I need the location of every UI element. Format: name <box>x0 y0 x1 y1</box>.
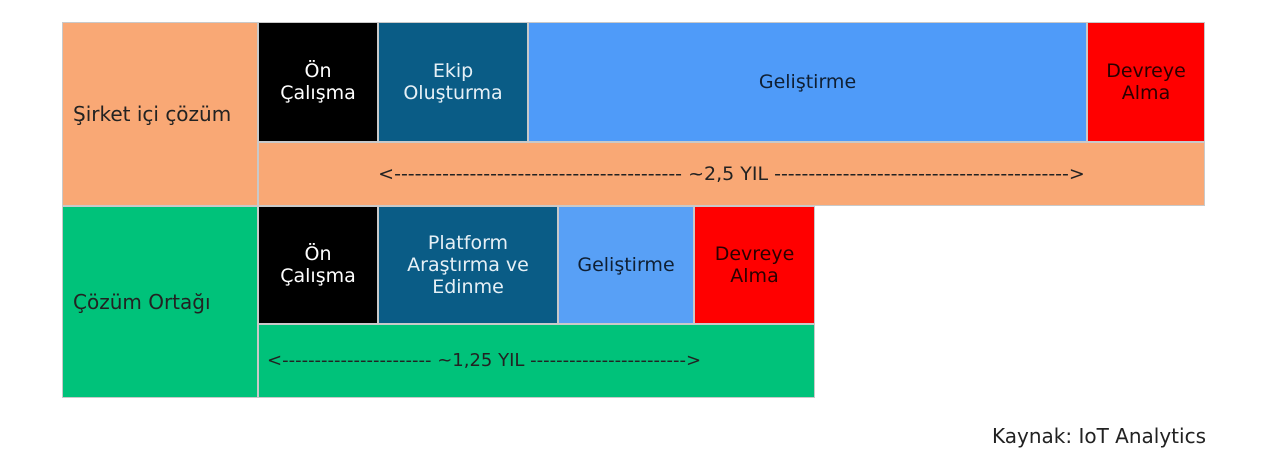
phase-development: Geliştirme <box>528 22 1087 142</box>
phase-team-building: Ekip Oluşturma <box>378 22 528 142</box>
phase-deployment: Devreye Alma <box>1087 22 1205 142</box>
row-label-in-house: Şirket içi çözüm <box>62 22 258 206</box>
duration-arrow-solution-partner: <----------------------- ~1,25 YIL -----… <box>258 324 815 398</box>
source-caption: Kaynak: IoT Analytics <box>992 424 1206 448</box>
duration-arrow-in-house: <---------------------------------------… <box>258 142 1205 206</box>
phase-pre-study: Ön Çalışma <box>258 22 378 142</box>
row-label-solution-partner: Çözüm Ortağı <box>62 206 258 398</box>
phase-platform-research: Platform Araştırma ve Edinme <box>378 206 558 324</box>
phase-pre-study: Ön Çalışma <box>258 206 378 324</box>
phase-deployment: Devreye Alma <box>694 206 815 324</box>
phase-development: Geliştirme <box>558 206 694 324</box>
